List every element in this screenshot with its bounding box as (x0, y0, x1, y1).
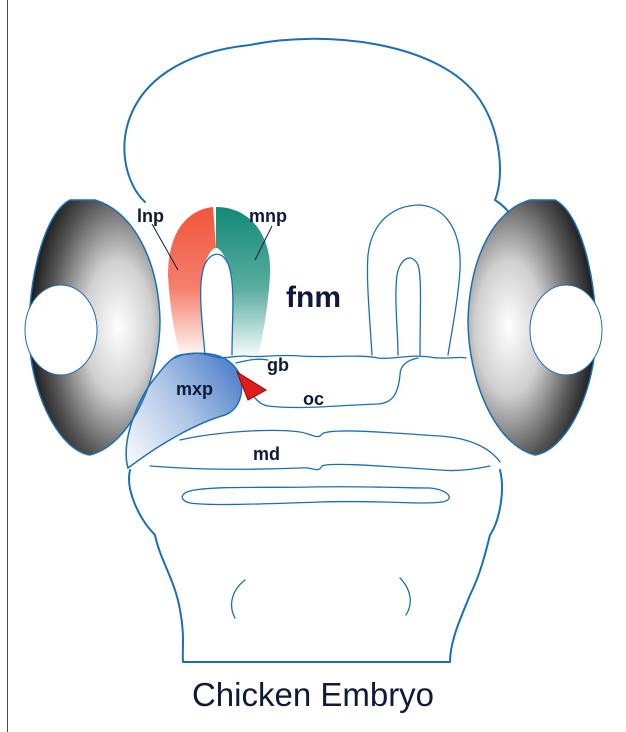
medial-nasal-process (216, 207, 270, 355)
right-eye-lens (530, 285, 602, 375)
left-eye-lens (25, 285, 97, 375)
label-mnp: mnp (249, 206, 287, 226)
nasal-process-right (367, 205, 460, 355)
label-lnp: lnp (137, 206, 164, 226)
lateral-nasal-process (168, 207, 216, 355)
nasal-pit-left-outline (201, 254, 233, 355)
label-fnm: fnm (286, 281, 341, 314)
label-mxp: mxp (176, 379, 213, 399)
figure-title: Chicken Embryo (0, 676, 626, 714)
label-md: md (253, 444, 280, 464)
label-gb: gb (267, 355, 289, 375)
mandible-lower-line (150, 464, 490, 470)
left-lower-curve (232, 580, 245, 618)
gb-line (236, 359, 268, 363)
lower-jaw-loop (182, 487, 449, 505)
right-lower-curve (400, 578, 410, 615)
label-oc: oc (303, 389, 324, 409)
mandible-upper-line (180, 430, 500, 462)
